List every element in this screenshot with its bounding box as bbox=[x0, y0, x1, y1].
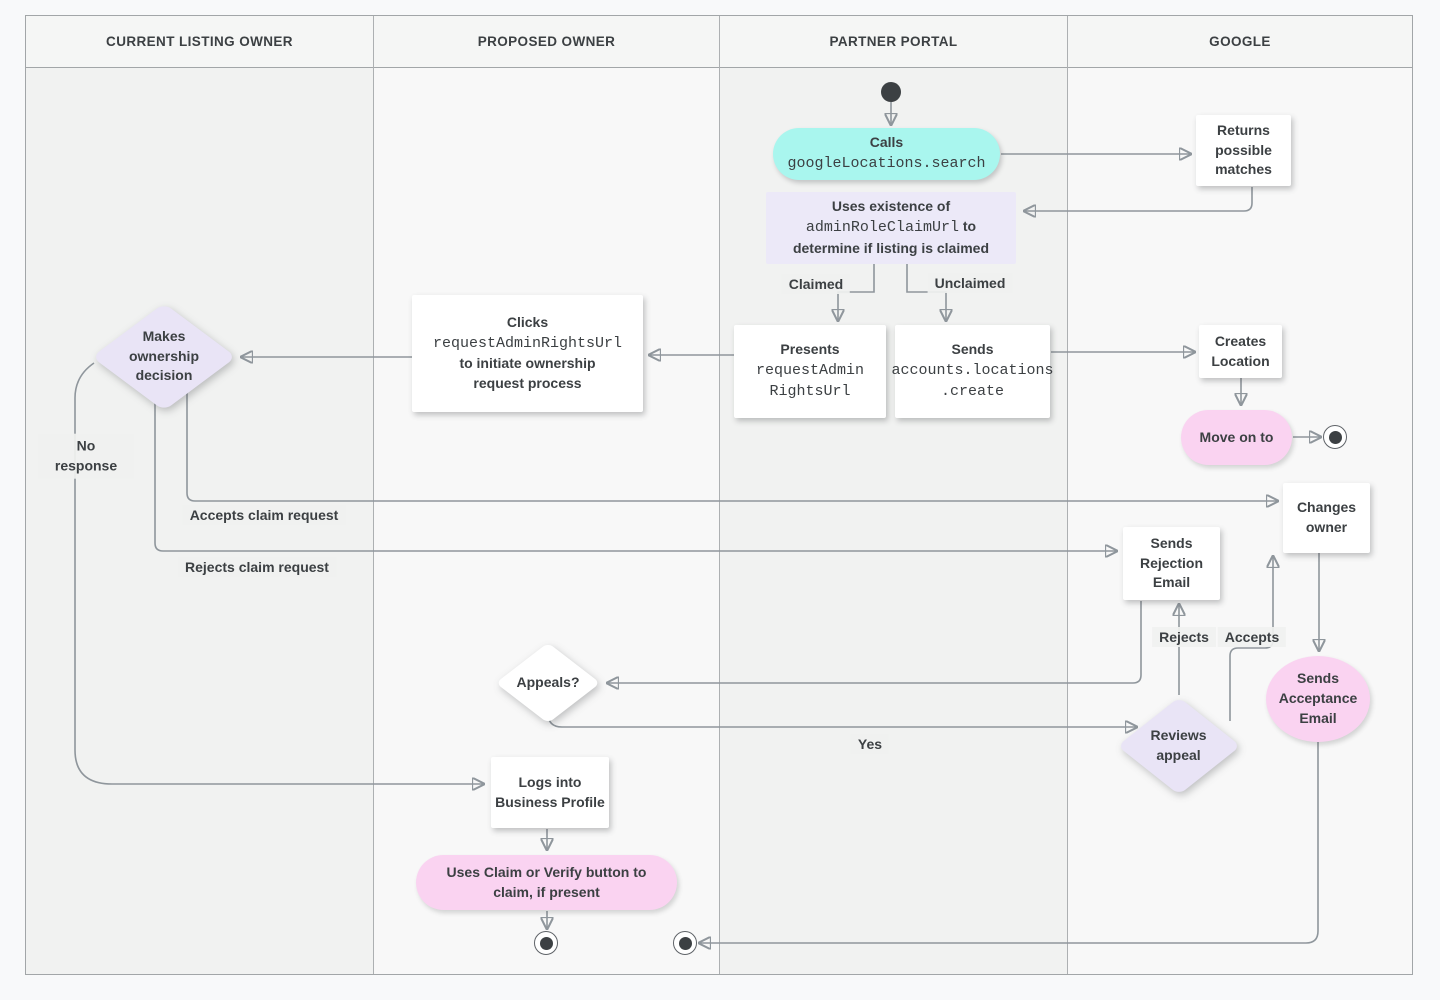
edge-label-rejects-claim-request: Rejects claim request bbox=[178, 557, 336, 577]
node-calls-googlelocations-search: Calls googleLocations.search bbox=[773, 128, 1000, 180]
node-uses-existence-adminroleclaimurl: Uses existence of adminRoleClaimUrl to d… bbox=[766, 192, 1016, 264]
lane-header-current-listing-owner: CURRENT LISTING OWNER bbox=[26, 16, 373, 68]
node-code-line1: accounts.locations bbox=[891, 362, 1054, 380]
node-title: Presents bbox=[780, 341, 840, 358]
node-uses-claim-or-verify: Uses Claim or Verify button to claim, if… bbox=[416, 855, 677, 910]
edge-label-unclaimed: Unclaimed bbox=[927, 273, 1013, 293]
node-sends-acceptance-email: Sends Acceptance Email bbox=[1266, 656, 1370, 742]
edge-accepts-claim bbox=[186, 392, 1277, 501]
node-code: googleLocations.search bbox=[787, 155, 986, 173]
node-code-line1: requestAdmin bbox=[755, 362, 865, 380]
edge-label-yes: Yes bbox=[850, 734, 890, 754]
edge-rejection-to-appeals bbox=[608, 601, 1142, 683]
node-creates-location: Creates Location bbox=[1199, 325, 1282, 378]
node-title: Sends bbox=[951, 341, 994, 358]
edge-acceptance-to-end bbox=[700, 742, 1319, 943]
node-sends-accounts-locations-create: Sends accounts.locations .create bbox=[891, 325, 1054, 418]
node-title: Calls bbox=[869, 134, 904, 151]
node-changes-owner: Changes owner bbox=[1283, 483, 1370, 553]
node-sends-rejection-email: Sends Rejection Email bbox=[1123, 527, 1220, 600]
edge-rejects-claim bbox=[154, 391, 1116, 551]
edge-label-accepts: Accepts bbox=[1217, 627, 1287, 647]
node-presents-requestadminrightsurl: Presents requestAdmin RightsUrl bbox=[734, 325, 886, 418]
node-makes-ownership-decision: Makes ownership decision bbox=[92, 303, 236, 410]
node-line3: request process bbox=[473, 375, 582, 392]
node-clicks-requestadminrightsurl: Clicks requestAdminRightsUrl to initiate… bbox=[412, 295, 643, 412]
start-node bbox=[881, 82, 901, 102]
node-code: requestAdminRightsUrl bbox=[432, 334, 623, 352]
note-code: adminRoleClaimUrl bbox=[805, 219, 959, 237]
edge-claimed bbox=[838, 264, 875, 320]
lane-partner-portal: PARTNER PORTAL bbox=[720, 16, 1068, 974]
node-code-line2: .create bbox=[940, 383, 1004, 401]
note-line3: determine if listing is claimed bbox=[792, 239, 990, 256]
end-node-claim-flow bbox=[534, 931, 558, 955]
note-line2: adminRoleClaimUrl to bbox=[805, 218, 977, 237]
node-title: Clicks bbox=[506, 314, 549, 331]
end-node-create-flow bbox=[1323, 425, 1347, 449]
note-line1: Uses existence of bbox=[831, 198, 951, 215]
lane-header-partner-portal: PARTNER PORTAL bbox=[720, 16, 1067, 68]
edge-unclaimed bbox=[906, 264, 946, 320]
lane-current-listing-owner: CURRENT LISTING OWNER bbox=[26, 16, 374, 974]
edge-label-rejects: Rejects bbox=[1152, 627, 1216, 647]
edge-no-response bbox=[74, 362, 483, 784]
edge-returns-to-uses bbox=[1025, 187, 1253, 211]
node-code-line2: RightsUrl bbox=[769, 383, 851, 401]
node-logs-into-business-profile: Logs into Business Profile bbox=[491, 757, 609, 828]
edge-yes-to-reviews bbox=[547, 712, 1136, 727]
edge-label-claimed: Claimed bbox=[781, 274, 851, 294]
edge-label-accepts-claim-request: Accepts claim request bbox=[182, 505, 346, 525]
node-reviews-appeal: Reviews appeal bbox=[1117, 697, 1240, 795]
node-line2: to initiate ownership bbox=[459, 355, 596, 372]
node-returns-possible-matches: Returns possible matches bbox=[1196, 115, 1291, 186]
node-move-on-to: Move on to bbox=[1181, 410, 1292, 465]
node-appeals-decision: Appeals? bbox=[496, 643, 600, 723]
lane-header-proposed-owner: PROPOSED OWNER bbox=[374, 16, 719, 68]
lane-header-google: GOOGLE bbox=[1068, 16, 1412, 68]
edge-label-no-response: No response bbox=[38, 433, 134, 479]
end-node-acceptance-flow bbox=[673, 931, 697, 955]
